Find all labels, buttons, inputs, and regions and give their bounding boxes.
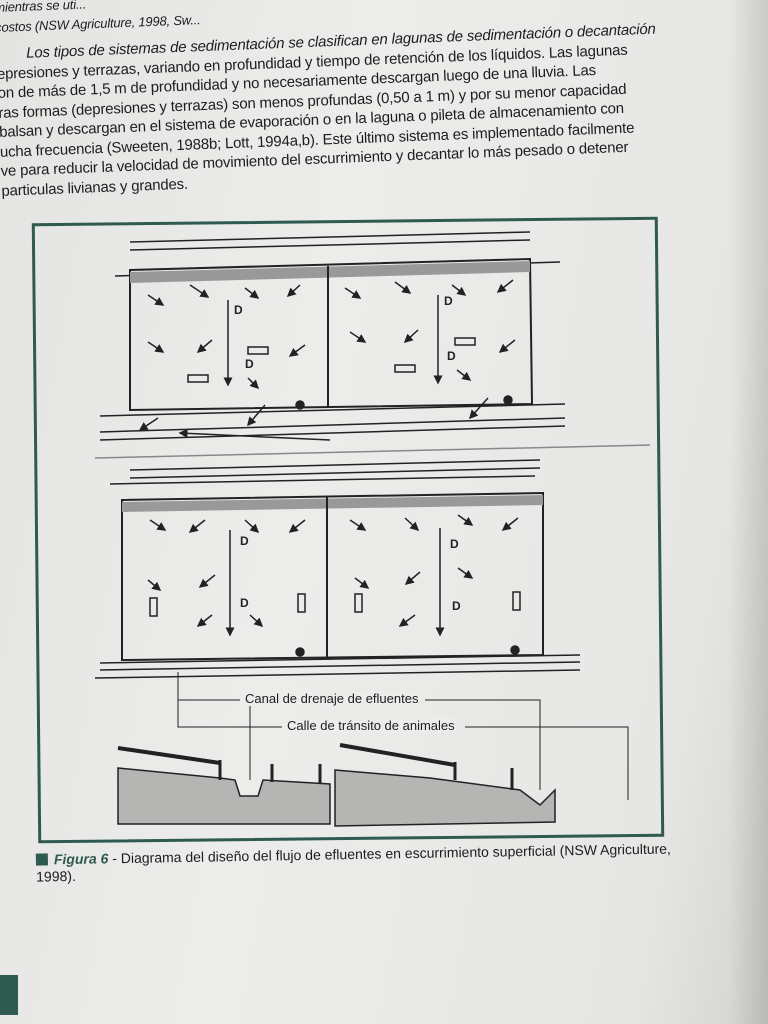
drain-marker: D bbox=[450, 537, 459, 551]
drain-marker: D bbox=[452, 599, 461, 613]
drain-marker: D bbox=[444, 294, 453, 308]
upper-pens bbox=[94, 231, 651, 479]
label-calle-transito: Calle de tránsito de animales bbox=[285, 718, 457, 733]
drain-marker: D bbox=[234, 303, 243, 317]
drain-marker: D bbox=[447, 349, 456, 363]
label-canal-drenaje: Canal de drenaje de efluentes bbox=[243, 691, 421, 706]
drain-marker: D bbox=[240, 534, 249, 548]
page-edge-shadow bbox=[728, 0, 768, 1024]
lower-pens bbox=[94, 475, 581, 679]
page-footer-bar bbox=[0, 975, 18, 1015]
drain-marker: D bbox=[240, 596, 249, 610]
flow-arrows bbox=[138, 279, 519, 628]
drain-marker: D bbox=[245, 357, 254, 371]
cross-section bbox=[117, 743, 556, 827]
callout-lines bbox=[177, 672, 629, 800]
figure-label: Figura 6 bbox=[53, 850, 109, 868]
caption-square-icon bbox=[35, 853, 48, 866]
